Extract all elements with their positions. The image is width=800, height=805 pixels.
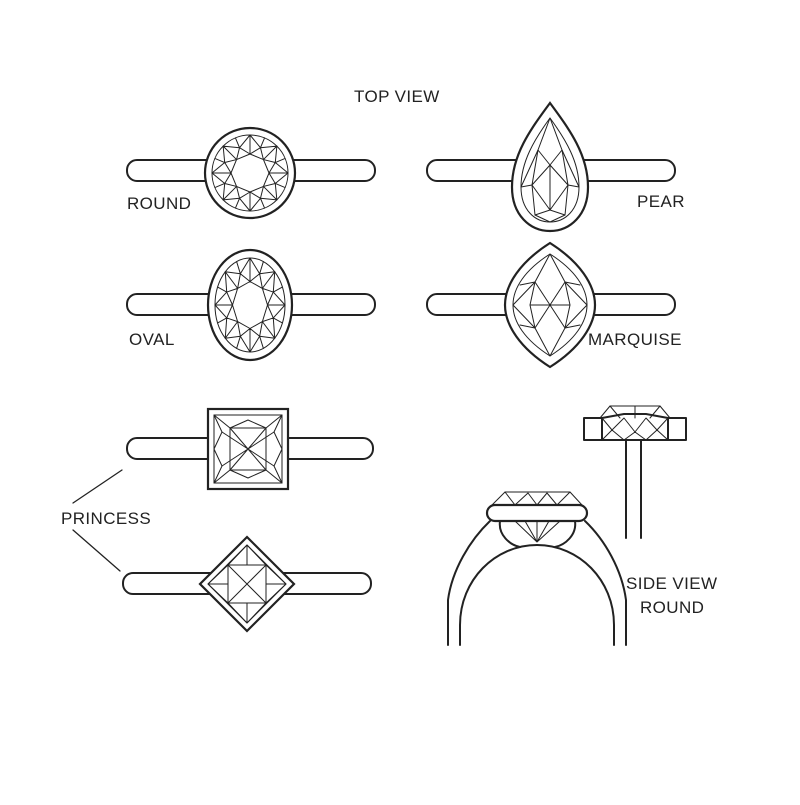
round-stone-facets: [211, 134, 289, 212]
princess-ring-top-view-diamond: [122, 535, 372, 633]
side-view-bezel: [485, 503, 589, 523]
oval-ring-top-view: [126, 248, 376, 362]
princess-label: PRINCESS: [61, 509, 152, 528]
round-facets-lines: [211, 134, 289, 212]
oval-facets-lines: [214, 257, 286, 353]
pear-label: PEAR: [637, 192, 685, 211]
round-ring-top-view: [126, 126, 376, 220]
princess-square-facets: [213, 414, 283, 484]
side-view-label: SIDE VIEW: [626, 574, 718, 593]
marquise-ring-top-view: [426, 241, 676, 369]
princess-ring-top-view-square: [126, 407, 374, 491]
top-view-title: TOP VIEW: [354, 87, 440, 106]
oval-stone-facets: [214, 257, 286, 353]
princess-leader-lines: [72, 469, 123, 572]
marquise-label: MARQUISE: [588, 330, 682, 349]
side-view-large-ring: [447, 491, 627, 646]
marquise-stone-facets: [512, 253, 588, 357]
side-view-round-label: ROUND: [640, 598, 705, 617]
round-label: ROUND: [127, 194, 192, 213]
oval-label: OVAL: [129, 330, 175, 349]
pear-stone-facets: [520, 117, 580, 223]
pear-ring-top-view: [426, 101, 676, 233]
princess-diamond-facets: [207, 544, 287, 624]
side-view-small-ring: [583, 405, 687, 539]
